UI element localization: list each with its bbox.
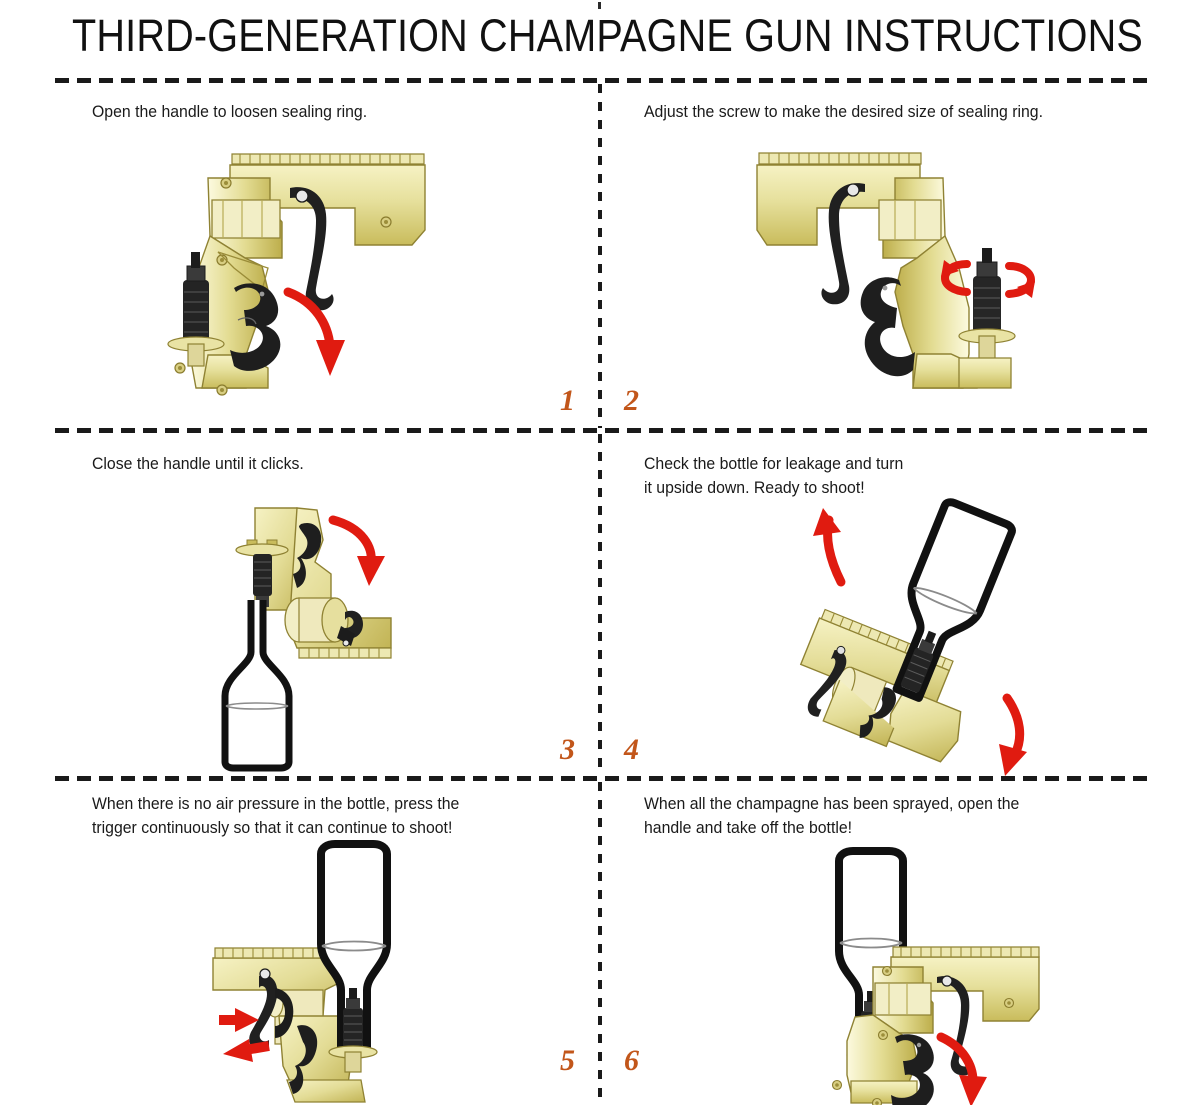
panel-6-caption: When all the champagne has been sprayed,… <box>644 794 1020 837</box>
champagne-bottle <box>317 840 391 1056</box>
divider-vertical-row1 <box>598 84 602 428</box>
panel-4-illustration <box>785 498 1065 780</box>
circular-rotate-red-arrow <box>940 260 1036 298</box>
gun-trigger <box>337 610 363 647</box>
divider-vertical-row2 <box>598 434 602 776</box>
gun-handle-lever <box>289 1025 318 1094</box>
curved-up-left-red-arrow <box>813 508 846 587</box>
panel-6-illustration <box>795 845 1065 1105</box>
sealing-ring-assembly <box>958 248 1016 389</box>
gun-body-rotated <box>254 507 392 659</box>
gun-handle-lever <box>230 283 281 371</box>
panel-3-caption: Close the handle until it clicks. <box>92 454 304 473</box>
divider-horizontal-middle <box>55 428 1147 433</box>
curved-down-right-red-arrow <box>999 693 1027 776</box>
gun-trigger <box>937 975 974 1076</box>
gun-trigger <box>821 183 865 305</box>
panel-1-illustration <box>150 140 440 405</box>
gun-receiver <box>878 177 946 259</box>
page-title: THIRD-GENERATION CHAMPAGNE GUN INSTRUCTI… <box>72 10 1143 61</box>
straight-right-red-arrow <box>219 1008 259 1032</box>
panel-5-step-number: 5 <box>560 1044 575 1077</box>
gun-handle-lever <box>860 277 915 377</box>
curved-down-red-arrow <box>936 1032 987 1105</box>
gun-receiver <box>872 965 934 1034</box>
title-tick-mark <box>598 2 601 9</box>
sealing-ring-assembly <box>900 630 937 693</box>
panel-5-caption: When there is no air pressure in the bot… <box>92 794 460 837</box>
panel-6-step-number: 6 <box>624 1044 639 1077</box>
panel-1-caption: Open the handle to loosen sealing ring. <box>92 102 368 121</box>
panel-3-illustration <box>205 500 435 772</box>
divider-horizontal-bottom <box>55 776 1147 781</box>
panel-2-illustration <box>745 140 1065 405</box>
gun-handle-lever <box>891 1034 934 1105</box>
gun-trigger <box>290 187 334 311</box>
panel-5-illustration <box>175 840 435 1105</box>
sealing-ring-assembly <box>167 252 225 367</box>
straight-left-red-arrow <box>223 1039 270 1062</box>
panel-3-step-number: 3 <box>560 733 575 766</box>
panel-2-step-number: 2 <box>624 384 639 417</box>
panel-4-caption: Check the bottle for leakage and turn it… <box>644 454 904 497</box>
gun-trigger <box>249 968 294 1052</box>
curved-down-red-arrow <box>328 515 385 586</box>
gun-body-upper <box>229 153 426 246</box>
gun-handle-lever <box>293 522 322 588</box>
panel-1-step-number: 1 <box>560 384 575 417</box>
divider-horizontal-top <box>55 78 1147 83</box>
panel-2-caption: Adjust the screw to make the desired siz… <box>644 102 1043 121</box>
sealing-ring-assembly <box>328 988 378 1073</box>
gun-receiver <box>207 177 283 259</box>
champagne-bottle <box>221 600 293 772</box>
curved-down-red-arrow <box>283 287 345 376</box>
divider-vertical-row3 <box>598 782 602 1100</box>
panel-4-step-number: 4 <box>624 733 639 766</box>
